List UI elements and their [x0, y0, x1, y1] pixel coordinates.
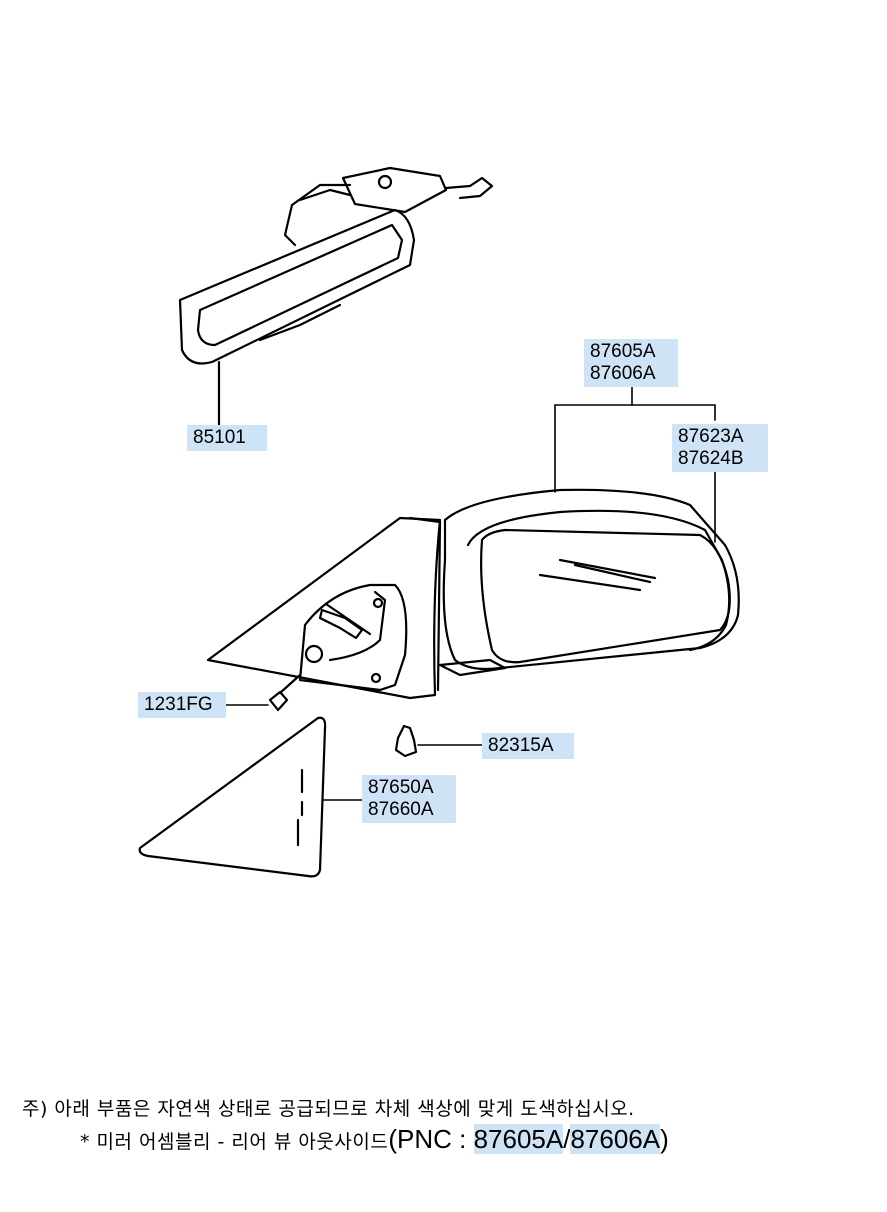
- pnc-close: ): [660, 1124, 669, 1154]
- callout-87660A-label: 87660A: [368, 799, 434, 820]
- callout-87650A-87660A[interactable]: 87650A 87660A: [362, 775, 456, 823]
- pnc-link-87605A[interactable]: 87605A: [473, 1124, 564, 1154]
- callout-85101[interactable]: 85101: [187, 425, 267, 451]
- leader-lines: [225, 386, 716, 801]
- clip-drawing: [394, 724, 418, 758]
- callout-87605A-87606A[interactable]: 87605A 87606A: [584, 339, 678, 387]
- callout-87623A-87624B[interactable]: 87623A 87624B: [672, 424, 768, 472]
- callout-82315A[interactable]: 82315A: [482, 733, 574, 759]
- callout-87623A-label: 87623A: [678, 426, 744, 447]
- callout-82315A-label: 82315A: [488, 735, 554, 756]
- triangle-cover-drawing: [138, 716, 327, 878]
- mirror-base-drawing: [206, 516, 442, 712]
- callout-85101-label: 85101: [193, 427, 246, 448]
- paint-note: 주) 아래 부품은 자연색 상태로 공급되므로 차체 색상에 맞게 도색하십시오…: [22, 1098, 635, 1120]
- callout-87624B-label: 87624B: [678, 448, 744, 469]
- inside-mirror-drawing: [178, 166, 494, 427]
- assembly-note: * 미러 어셈블리 - 리어 뷰 아웃사이드(PNC : 87605A/8760…: [80, 1124, 669, 1155]
- pnc-separator: /: [563, 1124, 571, 1154]
- assembly-note-text: * 미러 어셈블리 - 리어 뷰 아웃사이드: [80, 1131, 389, 1153]
- outside-mirror-drawing: [438, 488, 740, 677]
- callout-87650A-label: 87650A: [368, 777, 434, 798]
- pnc-link-87606A[interactable]: 87606A: [570, 1124, 661, 1154]
- callout-1231FG-label: 1231FG: [144, 694, 213, 715]
- callout-87606A-label: 87606A: [590, 363, 656, 384]
- callout-1231FG[interactable]: 1231FG: [138, 692, 226, 718]
- pnc-open: (PNC :: [388, 1124, 474, 1154]
- callout-87605A-label: 87605A: [590, 341, 656, 362]
